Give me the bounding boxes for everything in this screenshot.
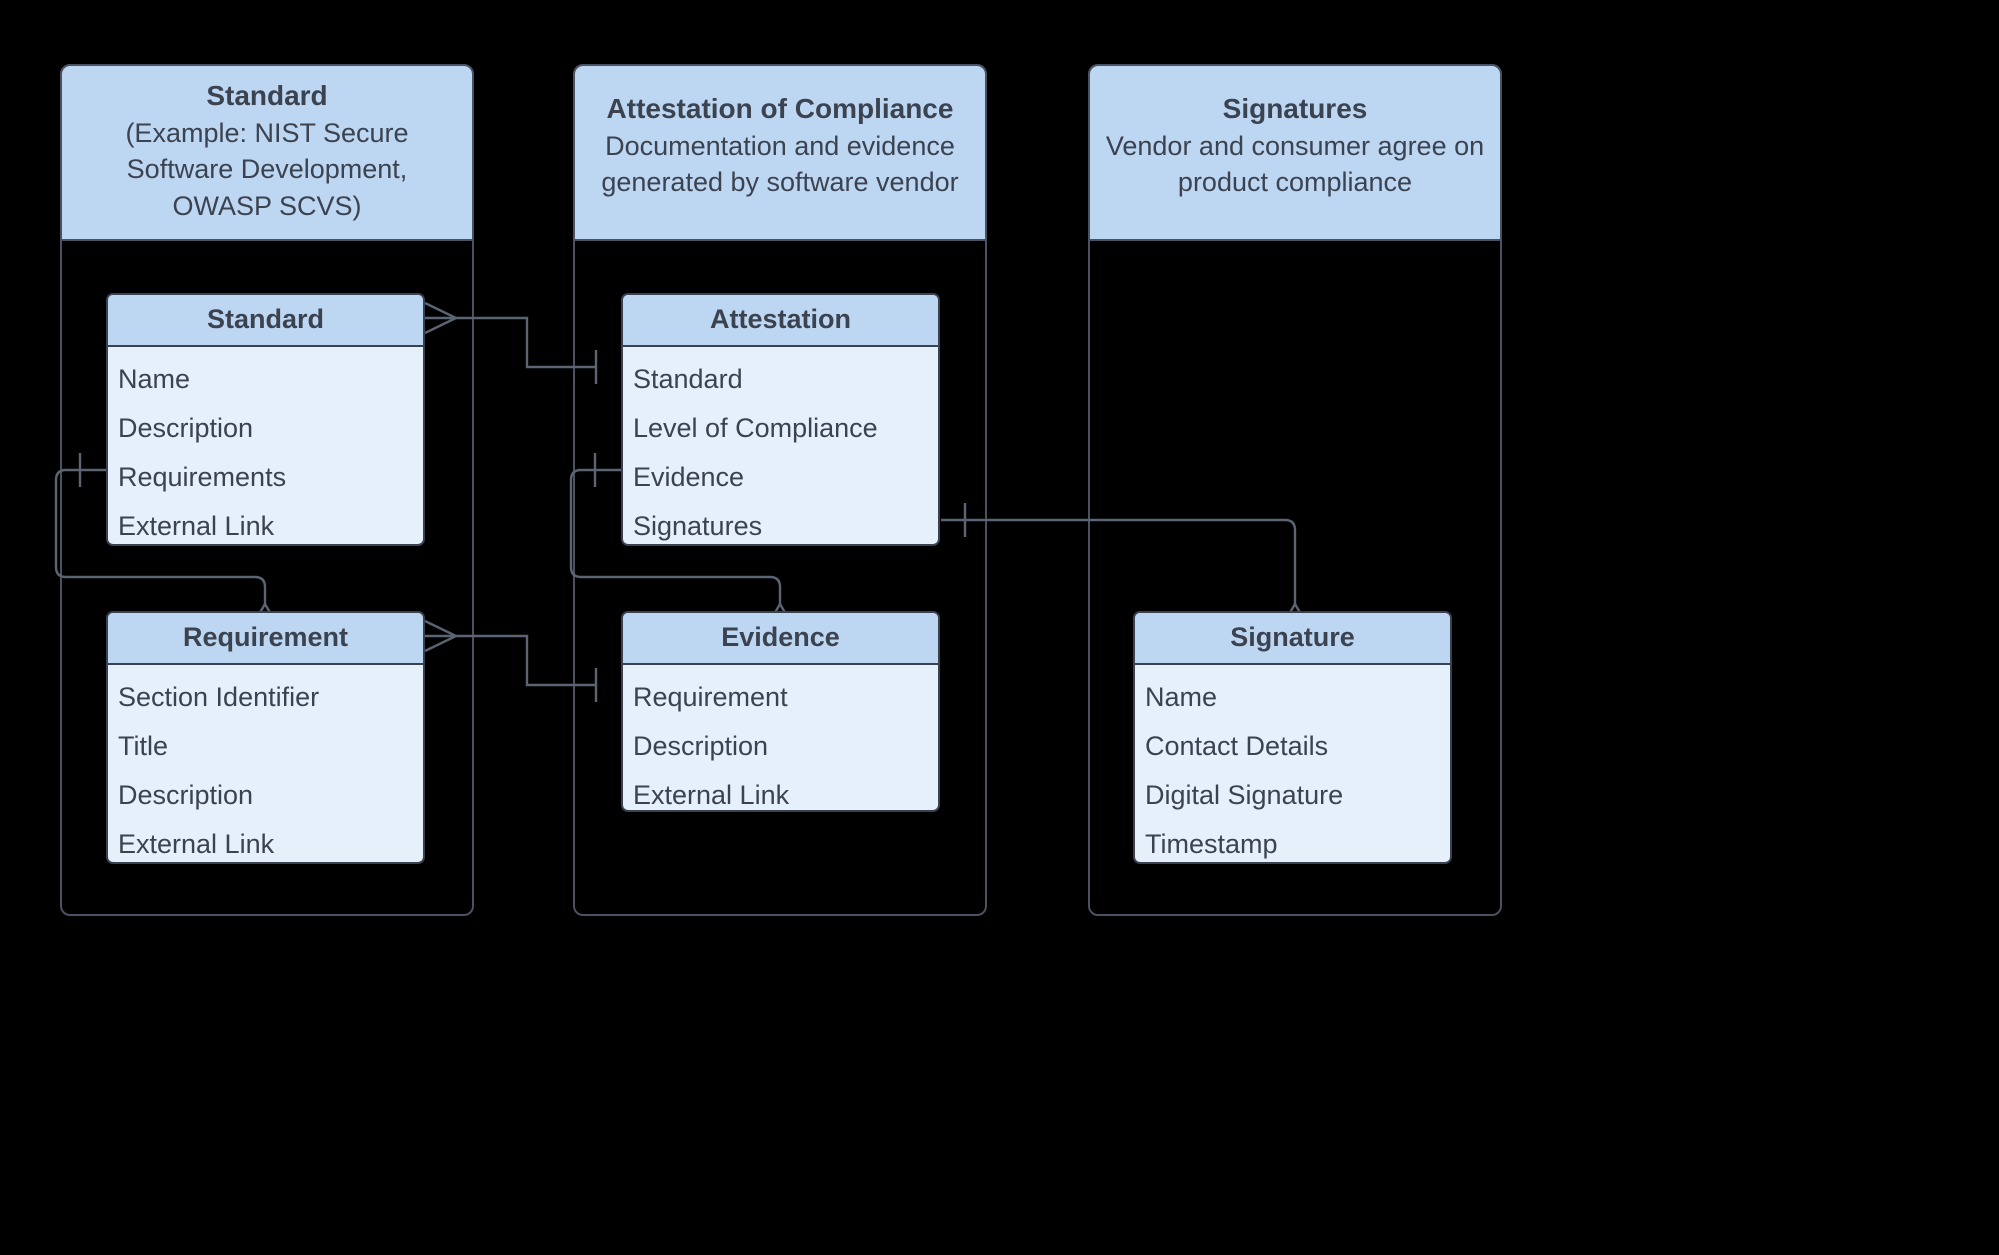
attribute-row: Name bbox=[118, 364, 191, 394]
attribute-row: Evidence bbox=[633, 461, 745, 492]
attribute-row: Name bbox=[1145, 682, 1218, 712]
package-standard[interactable]: Standard (Example: NIST Secure Software … bbox=[60, 64, 474, 916]
class-evidence-attributes: Requirement Description External Link bbox=[623, 665, 938, 810]
class-signature-title: Signature bbox=[1135, 613, 1450, 665]
package-signatures-title: Signatures bbox=[1222, 93, 1368, 124]
package-attestation-subtitle: Documentation and evidence generated by … bbox=[601, 130, 959, 198]
attribute-row: Description bbox=[118, 412, 254, 443]
class-requirement-title: Requirement bbox=[108, 613, 423, 665]
class-attestation-title: Attestation bbox=[623, 295, 938, 347]
class-evidence[interactable]: Evidence Requirement Description Externa… bbox=[621, 611, 940, 812]
class-attestation-attributes: Standard Level of Compliance Evidence Si… bbox=[623, 347, 938, 544]
attribute-row: Contact Details bbox=[1145, 730, 1329, 761]
attribute-row: Description bbox=[633, 730, 769, 761]
package-standard-subtitle: (Example: NIST Secure Software Developme… bbox=[125, 117, 409, 221]
attribute-row: Title bbox=[118, 730, 169, 761]
class-standard[interactable]: Standard Name Description Requirements E… bbox=[106, 293, 425, 546]
class-standard-attributes: Name Description Requirements External L… bbox=[108, 347, 423, 544]
attribute-row: Requirements bbox=[118, 461, 287, 492]
package-standard-title: Standard bbox=[206, 80, 328, 111]
attribute-row: Level of Compliance bbox=[633, 412, 878, 443]
class-signature[interactable]: Signature Name Contact Details Digital S… bbox=[1133, 611, 1452, 864]
package-attestation[interactable]: Attestation of Compliance Documentation … bbox=[573, 64, 987, 916]
attribute-row: Description bbox=[118, 779, 254, 810]
class-signature-attributes: Name Contact Details Digital Signature T… bbox=[1135, 665, 1450, 862]
class-attestation[interactable]: Attestation Standard Level of Compliance… bbox=[621, 293, 940, 546]
attribute-row: Signatures bbox=[633, 510, 763, 541]
attribute-row: External Link bbox=[118, 828, 275, 859]
class-evidence-title: Evidence bbox=[623, 613, 938, 665]
attribute-row: Timestamp bbox=[1145, 828, 1278, 859]
attribute-row: External Link bbox=[118, 510, 275, 541]
class-standard-title: Standard bbox=[108, 295, 423, 347]
package-attestation-title: Attestation of Compliance bbox=[606, 93, 954, 124]
package-standard-header: Standard (Example: NIST Secure Software … bbox=[62, 66, 472, 241]
class-requirement-attributes: Section Identifier Title Description Ext… bbox=[108, 665, 423, 862]
class-requirement[interactable]: Requirement Section Identifier Title Des… bbox=[106, 611, 425, 864]
attribute-row: Section Identifier bbox=[118, 682, 320, 712]
attribute-row: External Link bbox=[633, 779, 790, 810]
attribute-row: Requirement bbox=[633, 682, 788, 712]
package-signatures[interactable]: Signatures Vendor and consumer agree on … bbox=[1088, 64, 1502, 916]
attribute-row: Digital Signature bbox=[1145, 779, 1344, 810]
package-signatures-header: Signatures Vendor and consumer agree on … bbox=[1090, 66, 1500, 241]
attribute-row: Standard bbox=[633, 364, 743, 394]
package-signatures-subtitle: Vendor and consumer agree on product com… bbox=[1105, 130, 1485, 198]
package-attestation-header: Attestation of Compliance Documentation … bbox=[575, 66, 985, 241]
